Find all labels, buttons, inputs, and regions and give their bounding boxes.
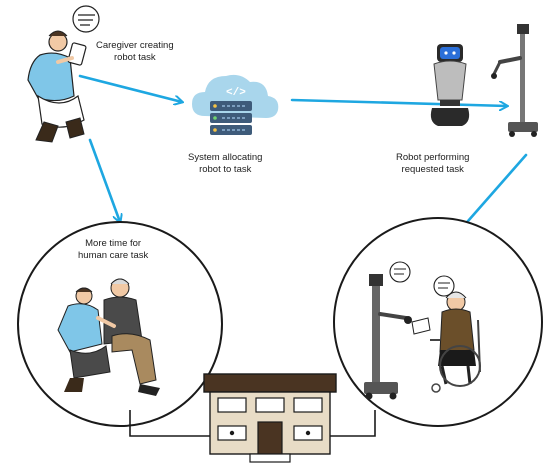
speech-bubble-icon	[389, 261, 455, 297]
label-line: robot task	[113, 52, 156, 63]
label-line: robot to task	[199, 164, 252, 175]
svg-text:</>: </>	[226, 87, 246, 99]
label-more-time: More time for human care task	[78, 238, 148, 262]
label-line: human care task	[78, 250, 149, 261]
label-system-allocating: System allocating robot to task	[188, 152, 262, 176]
arrow-system-to-robot	[290, 98, 507, 106]
care-facility-building-icon	[129, 373, 376, 463]
label-line: requested task	[401, 164, 464, 175]
robot-arm-on-pole-icon	[491, 24, 538, 137]
label-line: Caregiver creating	[96, 40, 174, 51]
robot-delivery-scene	[333, 217, 543, 427]
human-care-scene	[17, 221, 223, 427]
label-line: Robot performing	[396, 152, 470, 163]
speech-bubble-icon	[72, 5, 100, 33]
label-caregiver-creating-task: Caregiver creating robot task	[96, 40, 174, 64]
label-line: More time for	[85, 238, 142, 249]
label-robot-performing: Robot performing requested task	[396, 152, 469, 176]
cloud-server-icon: </>	[192, 74, 279, 135]
arrow-caregiver-to-system	[78, 74, 182, 102]
caregiver-with-tablet-icon	[27, 30, 87, 143]
label-line: System allocating	[188, 152, 263, 163]
arrow-caregiver-to-human-care	[88, 138, 120, 222]
mobile-robot-icon	[430, 44, 470, 126]
